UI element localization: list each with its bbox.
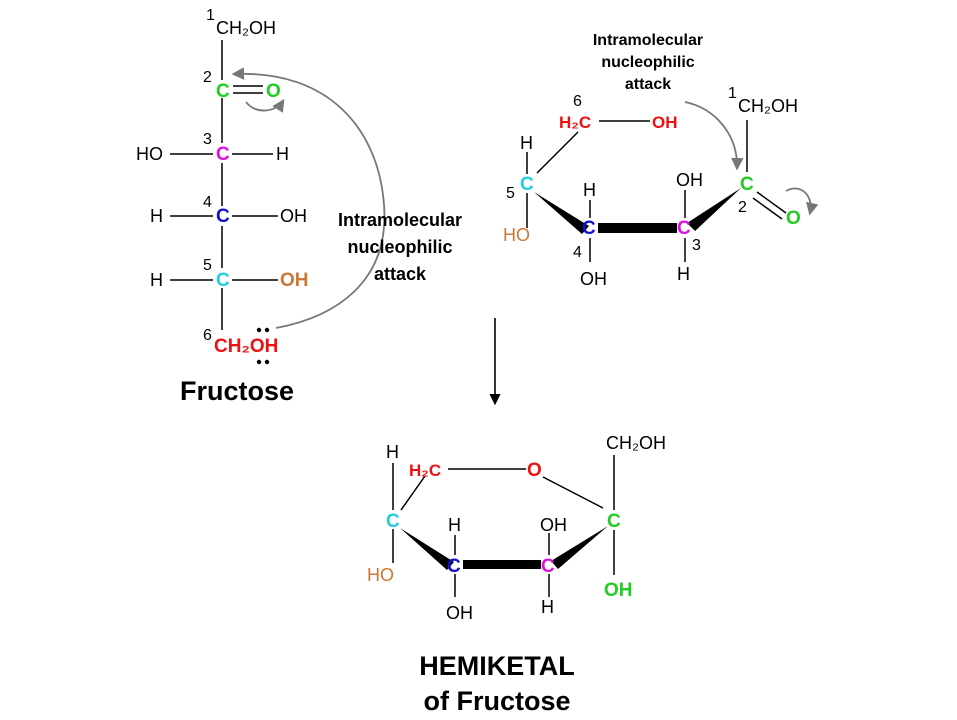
fructose-title: Fructose	[180, 376, 294, 406]
c4-left-group: H	[150, 206, 163, 226]
carbonyl-arrow-open-chain	[245, 98, 285, 113]
attack-label-2: nucleophilic	[347, 237, 452, 257]
c2-oxygen-ring: O	[786, 208, 801, 229]
hemiketal-thick-bond	[463, 560, 541, 569]
c4-carbon-ring: C	[582, 218, 596, 239]
ring-forming-fructose: Intramolecular nucleophilic attack 6 H₂C…	[503, 32, 819, 289]
attack-label-1: Intramolecular	[338, 210, 462, 230]
c6-hydroxyl-ring: OH	[652, 113, 678, 132]
c5-hydroxyl-ring: HO	[503, 225, 530, 245]
c3-number: 3	[203, 131, 212, 148]
hk-c3-hydrogen: H	[541, 597, 554, 617]
c6-number: 6	[203, 327, 212, 344]
hemiketal-wedge-c5-c4	[400, 528, 454, 570]
c1-number-ring: 1	[728, 85, 737, 102]
c4-carbon: C	[216, 206, 230, 227]
c2-carbonyl-oxygen: O	[266, 81, 281, 102]
c3-carbon-ring: C	[677, 218, 691, 239]
attack-label-3: attack	[374, 264, 427, 284]
hk-c4-hydroxyl: OH	[446, 603, 473, 623]
attack-label-top-3: attack	[625, 76, 671, 93]
hemiketal-fructose: H H₂C O C HO H C OH OH C H CH₂OH C OH HE…	[367, 433, 666, 716]
thick-bond-c4-c3	[598, 223, 677, 233]
lone-pair-dots	[256, 327, 270, 365]
c5-carbon: C	[216, 270, 230, 291]
c3-left-group: HO	[136, 144, 163, 164]
attack-arrow-ring	[684, 101, 744, 171]
open-chain-bonds	[170, 40, 278, 330]
hemiketal-wedge-c3-c2	[551, 526, 608, 569]
c1-number: 1	[206, 7, 215, 24]
hk-c5-carbon: C	[386, 511, 400, 532]
open-chain-fructose: 1 CH₂OH 2 C O 3 HO C H 4 H C OH 5 H C OH…	[136, 7, 462, 406]
hk-c2-hydroxyl: OH	[604, 580, 633, 601]
c4-right-group: OH	[280, 206, 307, 226]
attack-label-top-1: Intramolecular	[593, 32, 703, 49]
c3-carbon: C	[216, 144, 230, 165]
wedge-c3-c2	[687, 188, 741, 231]
c3-right-group: H	[276, 144, 289, 164]
c2-number: 2	[203, 69, 212, 86]
c5-number-ring: 5	[506, 185, 515, 202]
c2-carbon-ring: C	[740, 174, 754, 195]
c4-number: 4	[203, 194, 212, 211]
hemiketal-title-1: HEMIKETAL	[419, 651, 575, 681]
c6-group-ring: H₂C	[559, 113, 591, 132]
c6-group: CH₂OH	[214, 336, 278, 357]
c4-hydrogen-ring: H	[583, 180, 596, 200]
hk-c3-hydroxyl: OH	[540, 515, 567, 535]
hk-c4-hydrogen: H	[448, 515, 461, 535]
c2-number-ring: 2	[738, 199, 747, 216]
hk-c3-carbon: C	[541, 556, 555, 577]
hk-c4-carbon: C	[447, 556, 461, 577]
c6-number-ring: 6	[573, 93, 582, 110]
c5-number: 5	[203, 257, 212, 274]
c5-hydroxyl: OH	[280, 270, 309, 291]
hk-ring-oxygen: O	[527, 460, 542, 481]
wedge-c5-c4	[534, 192, 589, 234]
attack-label-top-2: nucleophilic	[601, 54, 694, 71]
c1-group-ring: CH₂OH	[738, 96, 798, 116]
hk-c5-hydroxyl: HO	[367, 565, 394, 585]
c3-number-ring: 3	[692, 237, 701, 254]
c4-number-ring: 4	[573, 244, 582, 261]
c2-carbon: C	[216, 81, 230, 102]
hk-c5-hydrogen: H	[386, 442, 399, 462]
attack-arrow-open-chain	[231, 67, 386, 329]
c5-carbon-ring: C	[520, 174, 534, 195]
hk-c6-group: H₂C	[409, 461, 441, 480]
c5-hydrogen-ring: H	[520, 133, 533, 153]
hemiketal-title-2: of Fructose	[423, 686, 570, 716]
hemiketal-bonds	[392, 455, 615, 597]
c4-hydroxyl-ring: OH	[580, 269, 607, 289]
c5-left-group: H	[150, 270, 163, 290]
carbonyl-arrow-ring	[785, 187, 819, 216]
hk-c2-carbon: C	[607, 511, 621, 532]
c3-hydrogen-ring: H	[677, 264, 690, 284]
ring-forming-bonds	[526, 120, 787, 262]
c3-hydroxyl-ring: OH	[676, 170, 703, 190]
hk-c1-group: CH₂OH	[606, 433, 666, 453]
c1-group: CH₂OH	[216, 18, 276, 38]
